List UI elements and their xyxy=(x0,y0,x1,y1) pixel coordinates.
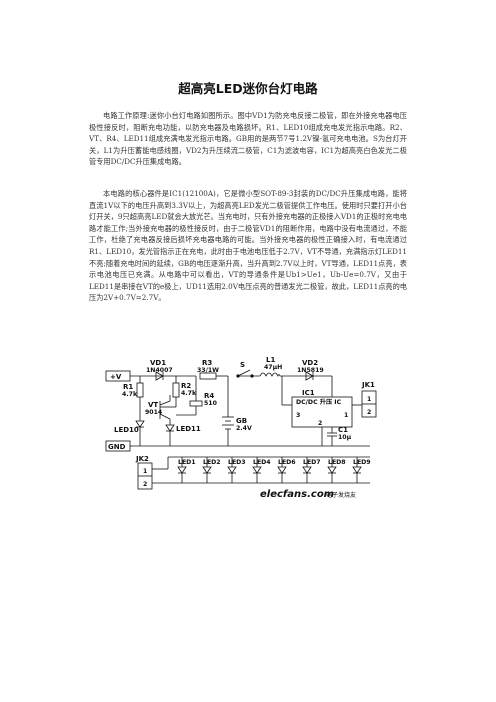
vd1-label: VD1 xyxy=(150,359,166,367)
led-label: LED7 xyxy=(303,459,321,466)
gnd-label: GND xyxy=(108,443,126,451)
circuit-schematic: +V GND VD1 1N4007 R3 33/1W S L1 47μH VD2… xyxy=(105,357,377,500)
r1-label: R1 xyxy=(123,383,133,391)
ic1-desc-label: DC/DC 升压 IC xyxy=(296,398,342,406)
led-label: LED1 xyxy=(178,459,196,466)
vt-label: VT xyxy=(148,401,158,409)
switch-label: S xyxy=(240,361,245,369)
jk2-label: JK2 xyxy=(135,455,149,463)
r3-label: R3 xyxy=(202,359,212,367)
jk1-pin2-label: 2 xyxy=(367,409,371,416)
gb-label: GB xyxy=(236,417,247,425)
paragraph-text: 电路工作原理:迷你小台灯电路如图所示。图中VD1为防充电反接二极管，即在外接充电… xyxy=(89,111,407,167)
led-label: LED6 xyxy=(278,459,296,466)
ic1-label: IC1 xyxy=(302,389,315,397)
vplus-label: +V xyxy=(110,373,122,381)
gb-value-label: 2.4V xyxy=(236,425,252,432)
watermark-cn: 电子发烧友 xyxy=(326,491,356,499)
paragraph-working-principle: 电路工作原理:迷你小台灯电路如图所示。图中VD1为防充电反接二极管，即在外接充电… xyxy=(89,110,407,168)
jk1-pin1-label: 1 xyxy=(367,396,371,403)
jk1-label: JK1 xyxy=(361,381,375,389)
c1-label: C1 xyxy=(338,426,348,434)
l1-value-label: 47μH xyxy=(264,364,282,371)
ic1-pin2-label: 2 xyxy=(318,420,322,427)
l1-label: L1 xyxy=(266,357,275,364)
paragraph-core-device: 本电路的核心器件是IC1(12100A)，它是微小型SOT-89-3封装的DC/… xyxy=(89,188,407,304)
r2-label: R2 xyxy=(181,382,191,390)
led10-label: LED10 xyxy=(114,426,139,434)
led-label: LED2 xyxy=(203,459,221,466)
ic1-pin3-label: 3 xyxy=(296,412,300,419)
ic1-pin1-label: 1 xyxy=(344,412,348,419)
jk2-pin1-label: 1 xyxy=(143,468,147,475)
vd2-label: VD2 xyxy=(302,359,318,367)
r1-value-label: 4.7k xyxy=(122,391,138,398)
led-label: LED4 xyxy=(253,459,271,466)
c1-value-label: 10μ xyxy=(338,434,352,441)
led-label: LED9 xyxy=(353,459,371,466)
vt-part-label: 9014 xyxy=(145,409,163,416)
watermark-logo: elecfans.com xyxy=(260,489,334,500)
led11-label: LED11 xyxy=(176,425,201,433)
r2-value-label: 4.7k xyxy=(181,390,197,397)
r4-label: R4 xyxy=(204,392,214,400)
paragraph-text: 本电路的核心器件是IC1(12100A)，它是微小型SOT-89-3封装的DC/… xyxy=(89,189,407,303)
vd2-part-label: 1N5819 xyxy=(297,367,324,374)
document-title: 超高亮LED迷你台灯电路 xyxy=(178,81,318,96)
led-label: LED8 xyxy=(328,459,346,466)
r3-value-label: 33/1W xyxy=(197,367,219,374)
vd1-part-label: 1N4007 xyxy=(146,367,173,374)
r4-value-label: 510 xyxy=(204,400,218,407)
led-label: LED3 xyxy=(228,459,246,466)
jk2-pin2-label: 2 xyxy=(143,481,147,488)
